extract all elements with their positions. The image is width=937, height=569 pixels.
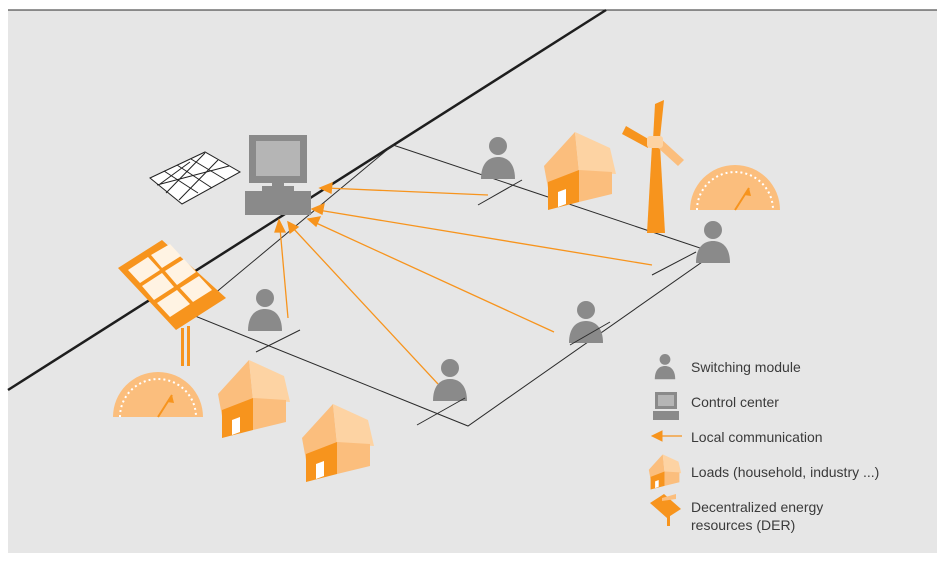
control-center-computer (245, 135, 311, 215)
network-area-outline (189, 144, 717, 427)
legend-label: Loads (household, industry ...) (691, 464, 880, 480)
legend-label: Decentralized energy resources (DER) (691, 499, 824, 533)
legend-der-icon (650, 494, 681, 526)
legend-item-loads: Loads (household, industry ...) (648, 463, 879, 493)
legend-computer-icon (653, 392, 679, 420)
legend-item-control-center: Control center (648, 393, 779, 423)
legend-item-switching-module: Switching module (648, 358, 801, 388)
legend-label: Switching module (691, 359, 801, 375)
wind-turbine (622, 100, 684, 233)
legend-label: Local communication (691, 429, 823, 445)
solar-panel (118, 240, 226, 366)
legend-item-der: Decentralized energy resources (DER) (648, 498, 823, 534)
hatched-panel (149, 151, 242, 205)
legend-item-local-communication: Local communication (648, 428, 823, 458)
legend-arrow-icon (650, 430, 682, 442)
communication-arrows (274, 181, 653, 385)
connector-ticks (255, 179, 697, 426)
legend-label: Control center (691, 394, 779, 410)
